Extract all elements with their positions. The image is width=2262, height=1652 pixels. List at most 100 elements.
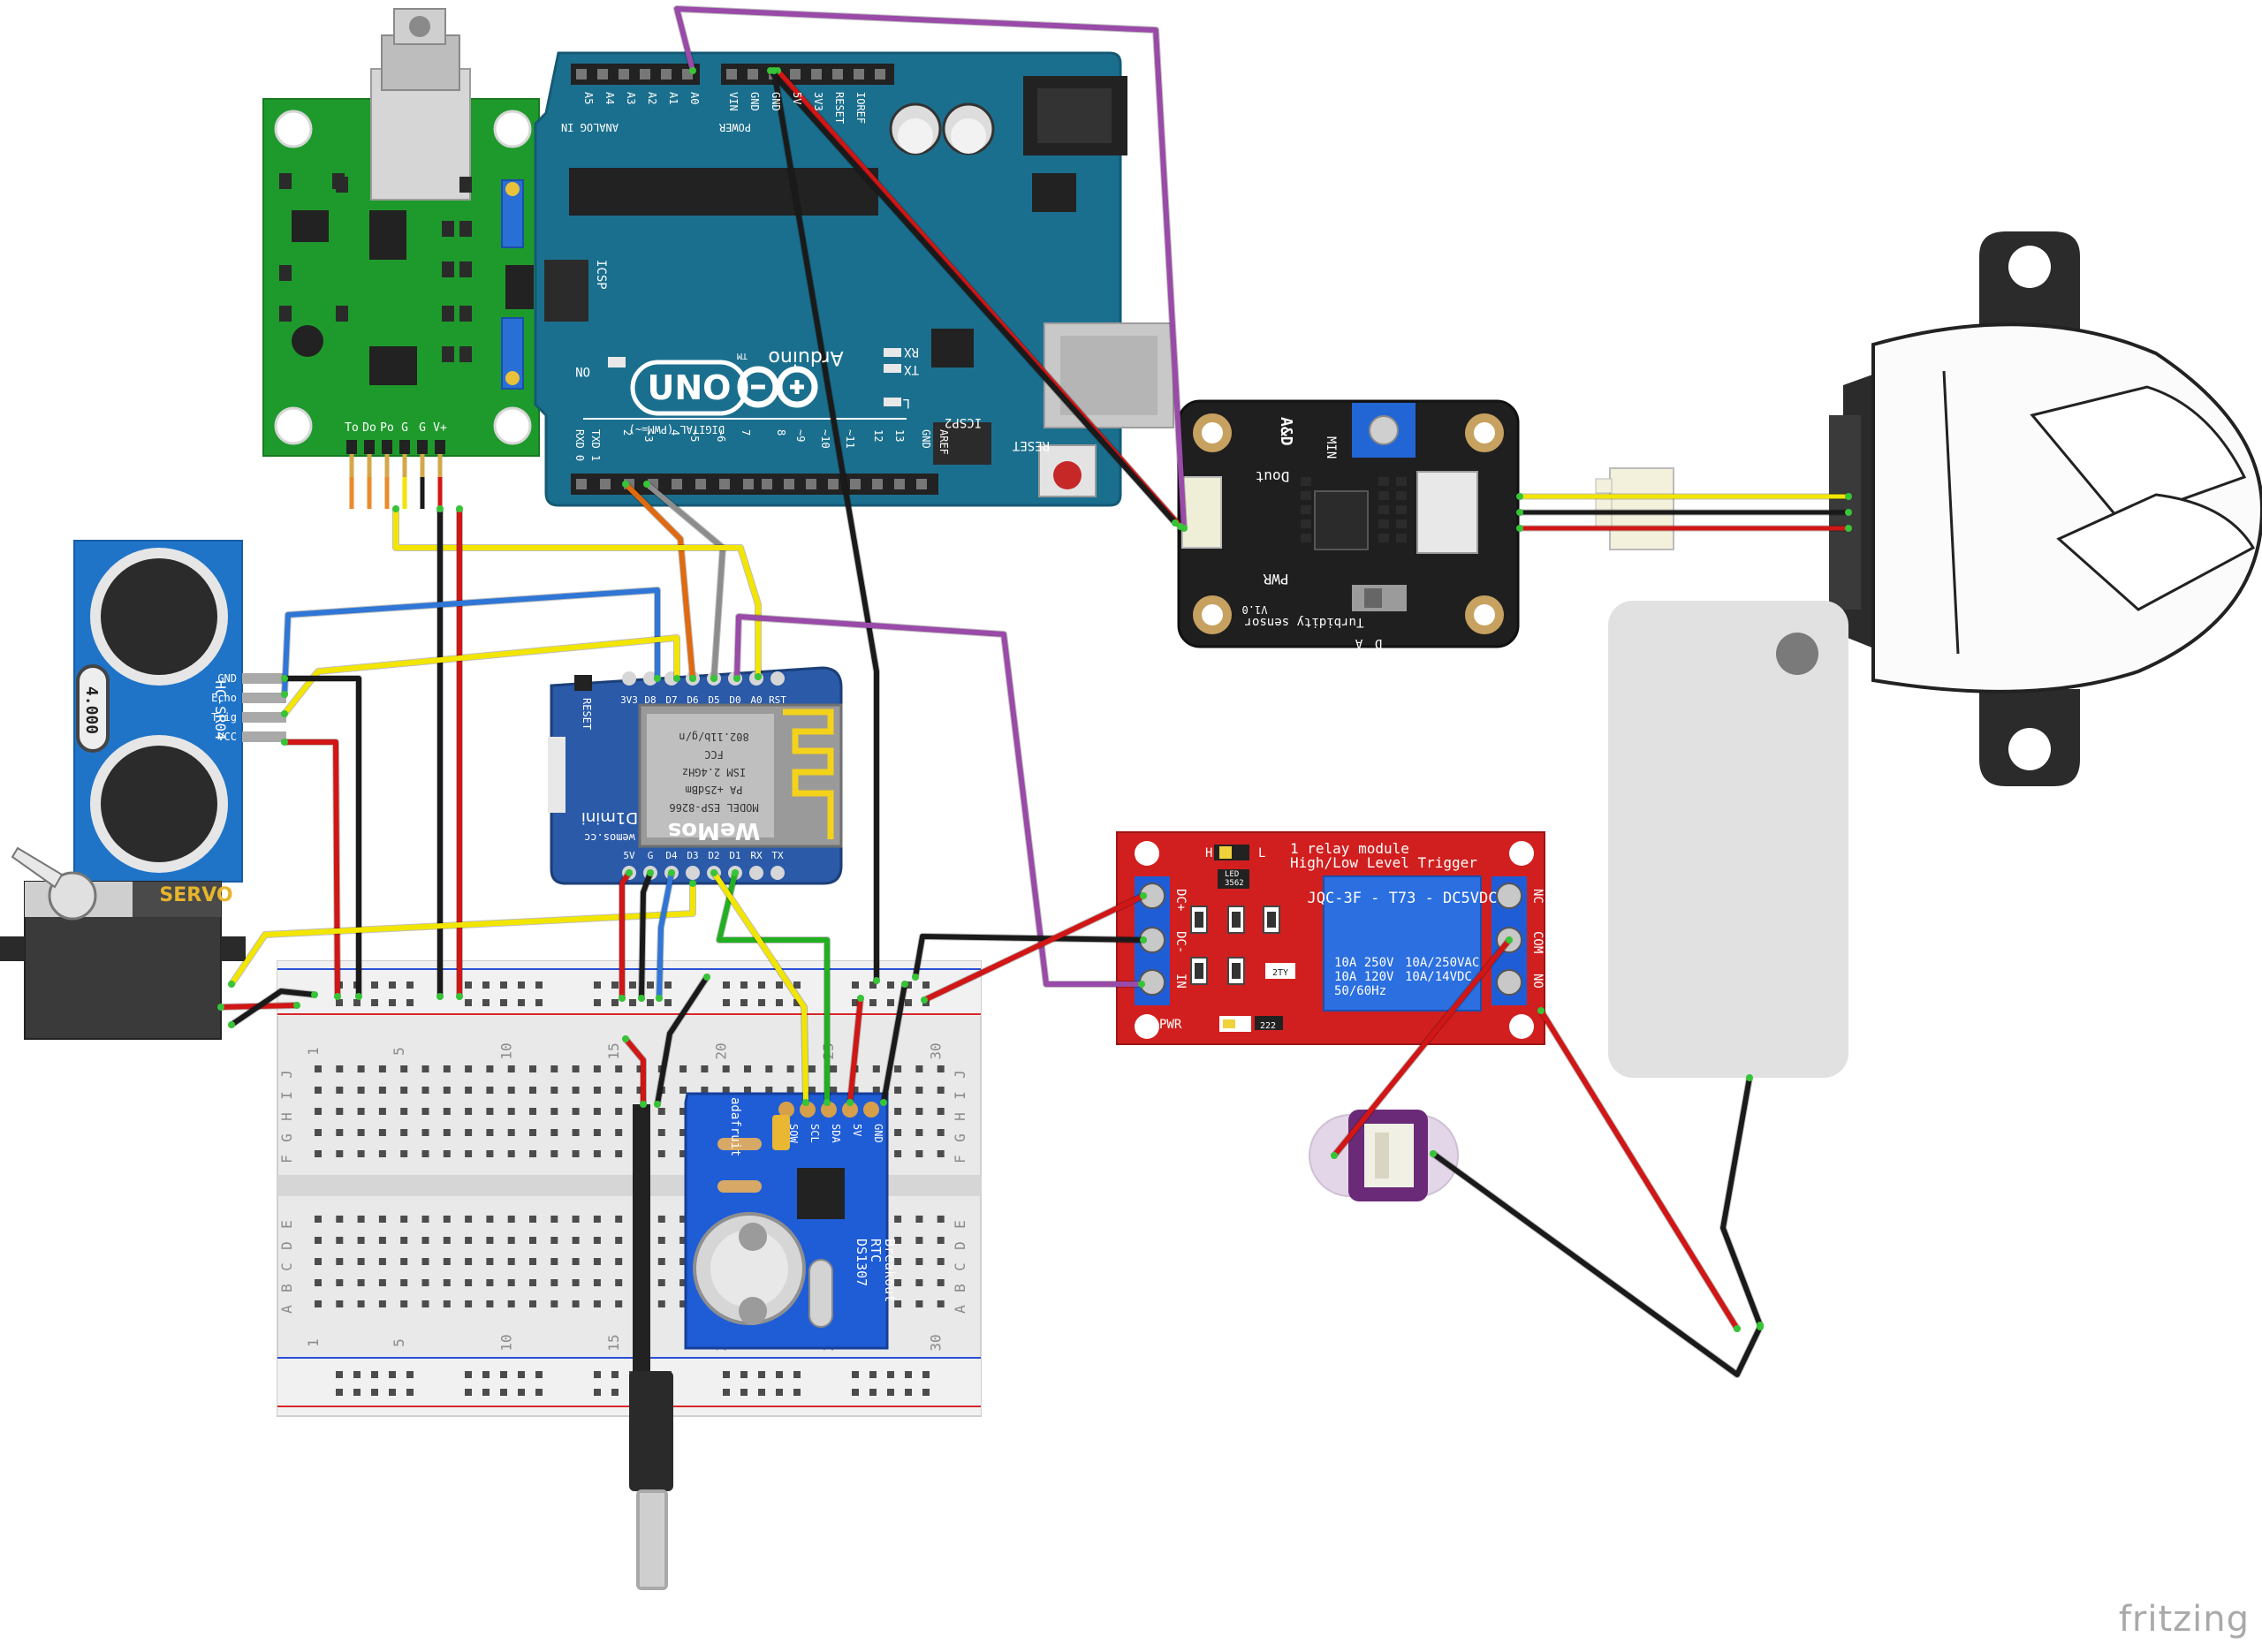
wire-red-vcc-hc-end bbox=[281, 739, 288, 746]
bb-hole bbox=[679, 1258, 687, 1265]
bb-hole bbox=[937, 1150, 945, 1157]
rtc-name-line: Breakout bbox=[882, 1239, 898, 1302]
bb-hole bbox=[679, 1216, 687, 1223]
bb-hole bbox=[529, 1300, 536, 1307]
ph-header-pin bbox=[417, 440, 428, 454]
d1-top-pin-label: D6 bbox=[687, 694, 698, 706]
bb-hole bbox=[657, 1237, 665, 1244]
wire-black-pump-tank bbox=[1720, 1075, 1763, 1328]
bb-hole bbox=[636, 1087, 644, 1094]
relay-chip-label: 222 bbox=[1260, 1021, 1276, 1031]
bb-rail-hole bbox=[500, 1371, 507, 1378]
wire-red-pump-2 bbox=[1538, 1008, 1740, 1331]
bb-hole bbox=[657, 1150, 665, 1157]
bb-hole bbox=[572, 1237, 580, 1244]
bb-row-letter: J bbox=[952, 1070, 968, 1079]
d1-module-text: 802.11b/g/n bbox=[679, 731, 748, 743]
wire-orange-d2-end bbox=[622, 481, 629, 488]
bb-hole bbox=[336, 1065, 344, 1072]
bb-hole bbox=[336, 1279, 344, 1286]
arduino-digital-pin: ~11 bbox=[844, 429, 856, 449]
bb-hole bbox=[336, 1129, 344, 1136]
wire-red-probe-end bbox=[640, 1101, 647, 1108]
hc-sr04-pin-label: Echo bbox=[211, 692, 237, 704]
bb-hole bbox=[486, 1237, 494, 1244]
bb-hole bbox=[400, 1300, 408, 1307]
bb-hole bbox=[400, 1087, 408, 1094]
bb-hole bbox=[315, 1150, 322, 1157]
wire-red-ph-v-end bbox=[456, 505, 463, 512]
rtc-name-line: RTC bbox=[868, 1239, 884, 1262]
turbidity-label-ad: A&D bbox=[1277, 417, 1295, 446]
arduino-on-label: ON bbox=[575, 364, 590, 378]
bb-rail-hole bbox=[353, 999, 361, 1006]
arduino-pin-hole bbox=[811, 69, 822, 80]
bb-hole bbox=[550, 1108, 558, 1115]
bb-hole bbox=[315, 1087, 322, 1094]
wire-black-probe bbox=[655, 974, 710, 1107]
wire-purple-a0-turbidity bbox=[674, 6, 1187, 531]
bb-hole bbox=[615, 1279, 623, 1286]
wire-black-pump-tank-end bbox=[1757, 1322, 1764, 1329]
bb-hole bbox=[507, 1129, 515, 1136]
arduino-uno-logo: UNO bbox=[648, 368, 732, 407]
bb-hole bbox=[529, 1216, 536, 1223]
bb-hole bbox=[357, 1237, 365, 1244]
arduino-pin-hole bbox=[600, 479, 611, 489]
bb-hole bbox=[336, 1108, 344, 1115]
d1-bottom-pin bbox=[770, 866, 785, 880]
bb-hole bbox=[765, 1087, 773, 1094]
bb-hole bbox=[593, 1129, 601, 1136]
turbidity-smd bbox=[1396, 519, 1407, 528]
wire-red-turb-probe-end bbox=[1516, 525, 1523, 532]
bb-rail-hole bbox=[887, 1389, 894, 1396]
bb-hole bbox=[507, 1150, 515, 1157]
wire-blue-echo-end bbox=[281, 691, 288, 698]
arduino-reset-label: RESET bbox=[1012, 438, 1050, 452]
bb-rail-hole bbox=[594, 999, 601, 1006]
bb-hole bbox=[937, 1279, 945, 1286]
wire-red-relay-vcc bbox=[922, 893, 1146, 1003]
bb-hole bbox=[722, 1087, 730, 1094]
wire-blue-d1-d4-end bbox=[656, 995, 663, 1002]
bb-hole bbox=[315, 1108, 322, 1115]
bb-hole bbox=[507, 1279, 515, 1286]
relay-right-terminal-label: COM bbox=[1530, 931, 1545, 953]
bb-hole bbox=[937, 1237, 945, 1244]
bb-rail-hole bbox=[611, 1389, 619, 1396]
bb-row-letter: F bbox=[278, 1155, 295, 1163]
bb-hole bbox=[465, 1129, 473, 1136]
bb-hole bbox=[593, 1258, 601, 1265]
wire-purple-d0-relay bbox=[734, 614, 1144, 987]
d1-top-pin-label: D5 bbox=[708, 694, 719, 706]
bb-hole bbox=[593, 1108, 601, 1115]
bb-hole bbox=[851, 1087, 859, 1094]
wire-red-pump-end bbox=[1331, 1152, 1338, 1159]
fritzing-brand: fritzing bbox=[2118, 1599, 2250, 1640]
bb-hole bbox=[572, 1300, 580, 1307]
bb-hole bbox=[465, 1279, 473, 1286]
bb-hole bbox=[572, 1258, 580, 1265]
bb-hole bbox=[529, 1129, 536, 1136]
bb-rail-hole bbox=[406, 981, 414, 989]
bb-hole bbox=[937, 1065, 945, 1072]
bb-hole bbox=[657, 1216, 665, 1223]
bb-rail-hole bbox=[535, 999, 543, 1006]
arduino-power-label: POWER bbox=[718, 121, 751, 133]
bb-hole bbox=[357, 1129, 365, 1136]
d1-bottom-pin bbox=[686, 866, 700, 880]
arduino-pin-hole bbox=[640, 69, 650, 80]
bb-col-number: 15 bbox=[605, 1334, 622, 1351]
bb-rail-hole bbox=[406, 1371, 414, 1378]
rtc-pin bbox=[842, 1102, 858, 1118]
water-pump bbox=[1608, 601, 1848, 1078]
wire-red-servo-end bbox=[217, 1004, 224, 1011]
relay-rating-right: 10A/14VDC bbox=[1405, 970, 1472, 984]
ph-header-pin bbox=[435, 440, 445, 454]
bb-hole bbox=[786, 1065, 794, 1072]
bb-rail-hole bbox=[336, 1389, 343, 1396]
bb-row-letter: G bbox=[952, 1133, 968, 1142]
